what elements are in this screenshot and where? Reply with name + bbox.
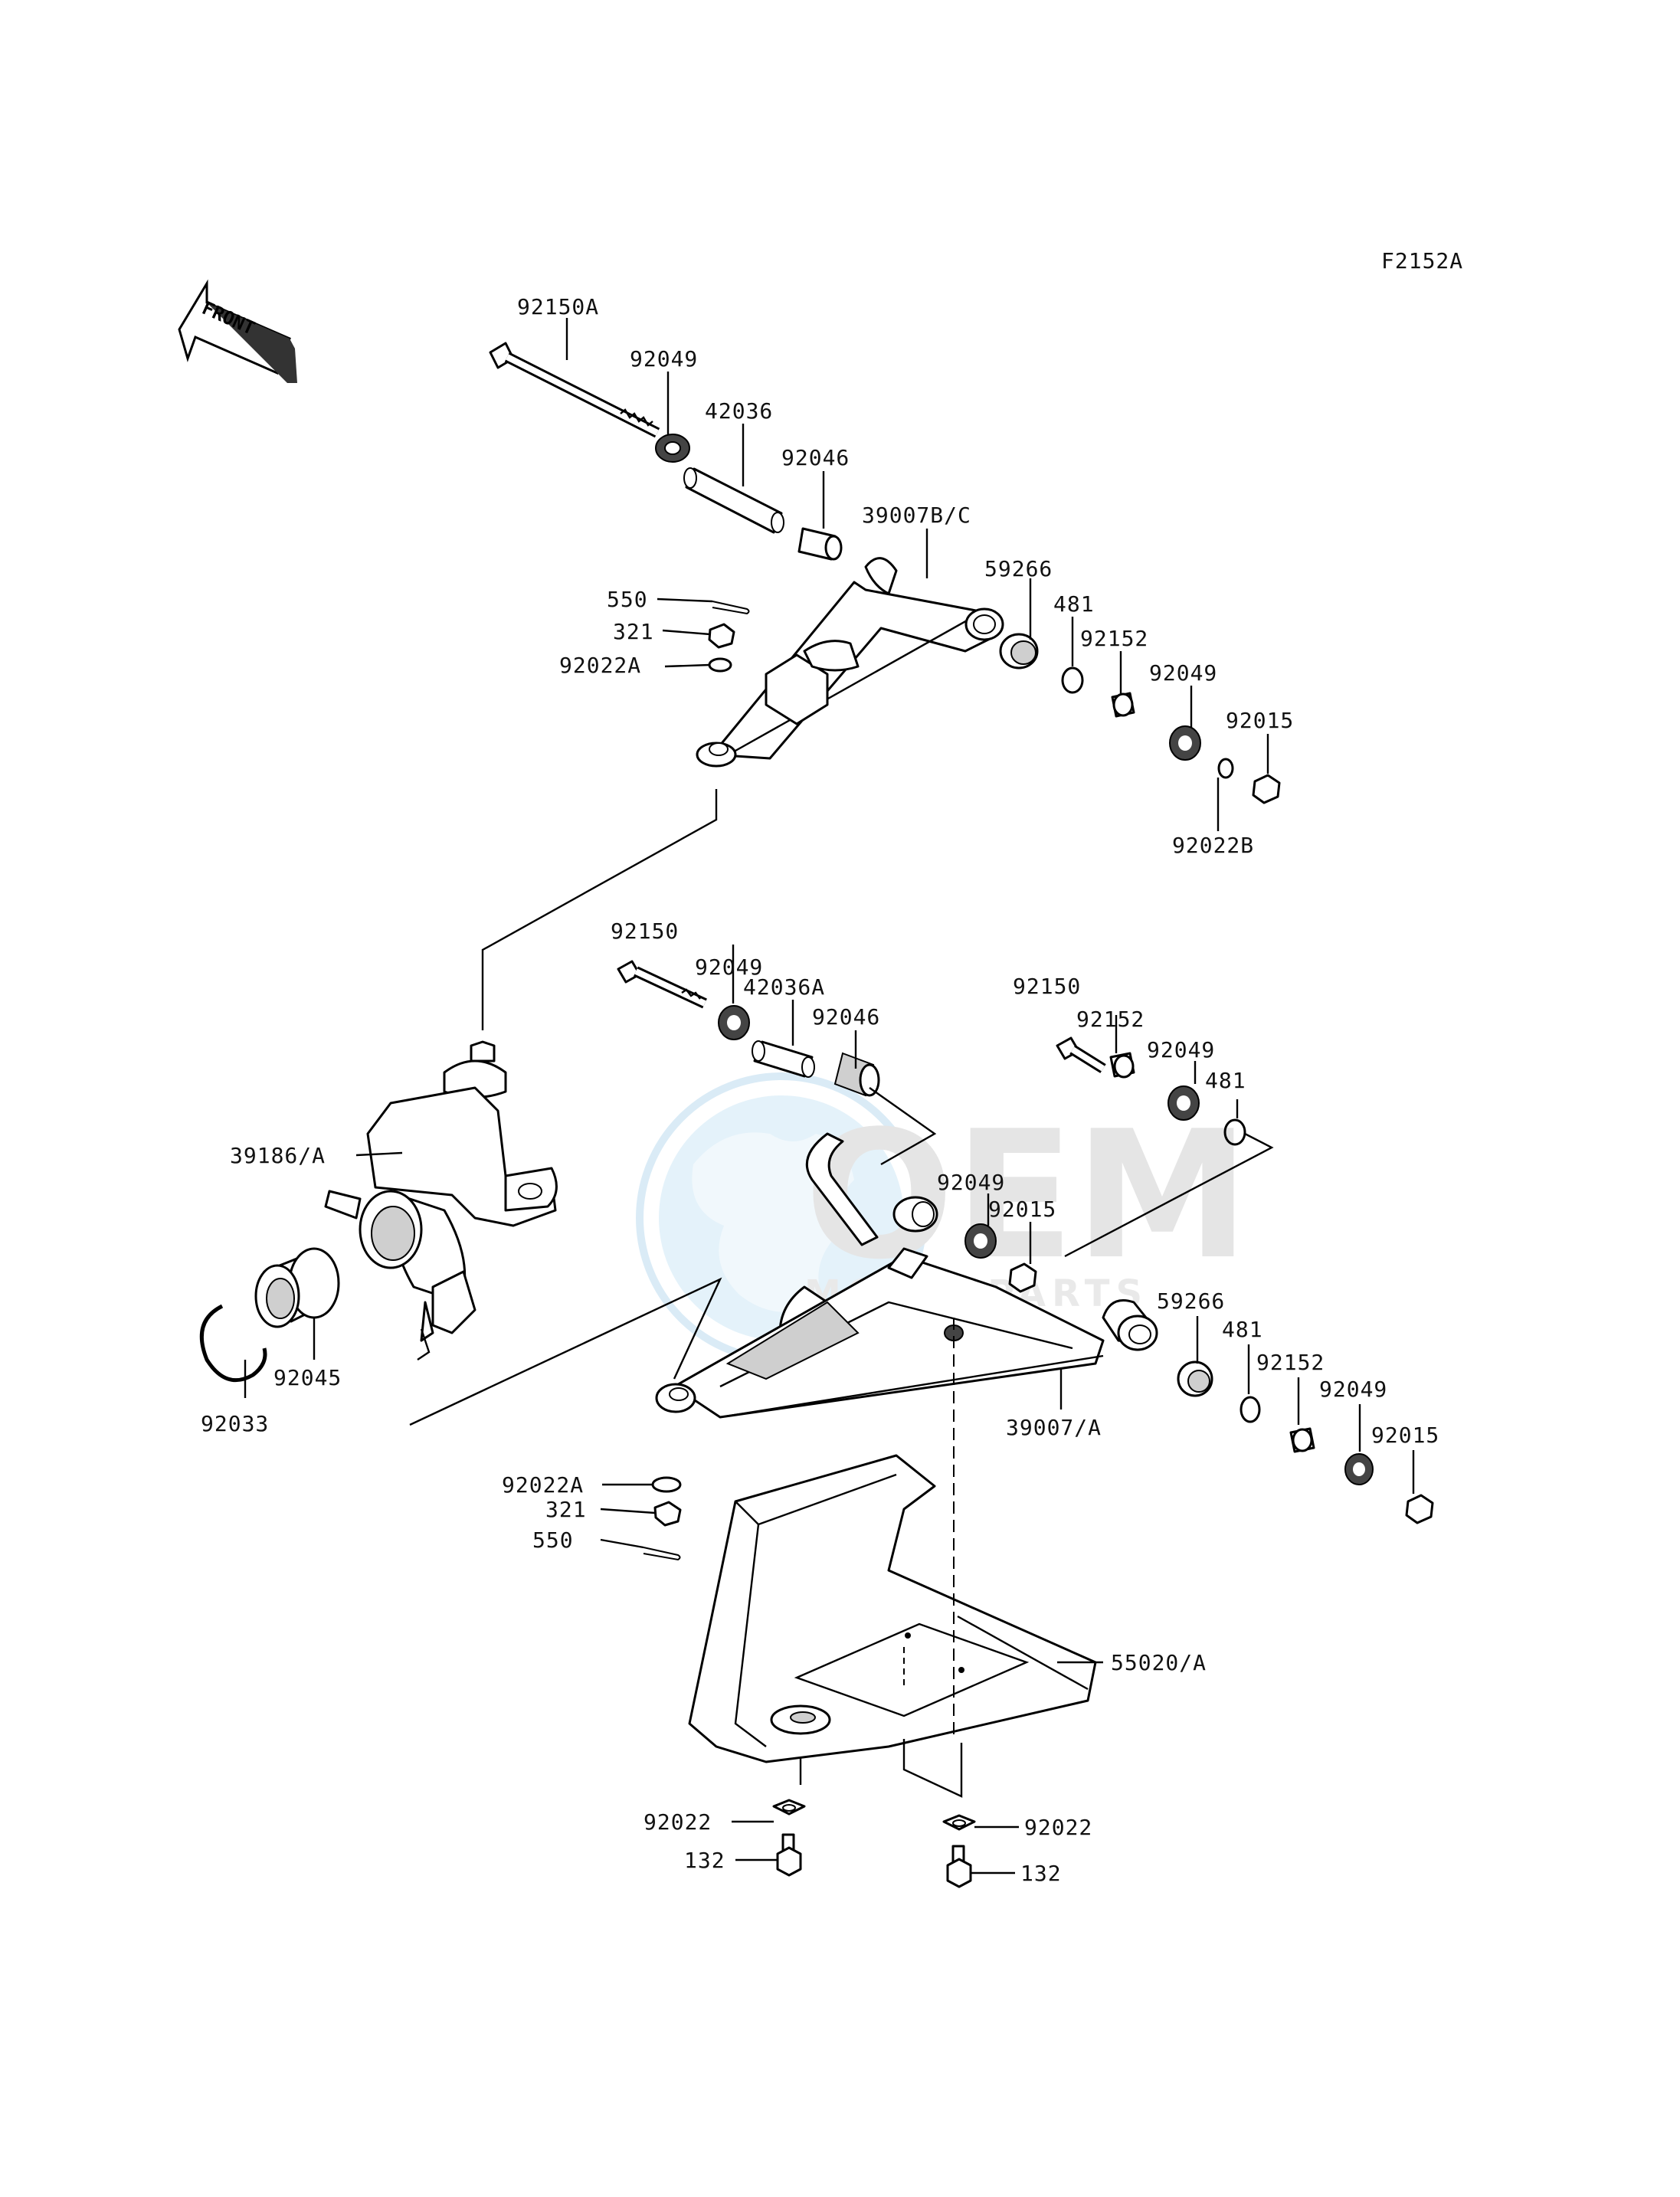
upper-nut-right xyxy=(1252,774,1281,804)
lower-sleeve xyxy=(752,1040,815,1078)
front-arrow-icon: FRONT xyxy=(178,279,297,383)
label-bearing: 92045 xyxy=(273,1365,342,1390)
label-upper-bushing: 92046 xyxy=(781,445,850,470)
upper-bushing xyxy=(797,527,843,561)
label-lower-bolt-left: 92150 xyxy=(611,918,679,944)
upper-bearing-right xyxy=(999,633,1039,670)
upper-to-knuckle-line xyxy=(481,789,718,1030)
label-upper-ring: 481 xyxy=(1053,591,1095,617)
lower-arm-assembly xyxy=(617,960,1434,1561)
lower-washer xyxy=(651,1476,682,1493)
lower-a-arm xyxy=(655,1132,1158,1419)
figure-code: F2152A xyxy=(1381,248,1463,273)
bottom-washer-left xyxy=(772,1799,806,1816)
lower-spacer-right xyxy=(1109,1052,1135,1079)
part-labels: 92150A 92049 42036 92046 39007B/C 550 32… xyxy=(201,294,1439,1886)
lower-castle-nut xyxy=(653,1501,682,1527)
upper-snap-ring xyxy=(1061,666,1084,694)
label-washer-left: 92022 xyxy=(644,1809,712,1835)
lower-ring-right xyxy=(1223,1118,1246,1146)
lower-ring2 xyxy=(1240,1396,1261,1423)
label-bolt-right: 132 xyxy=(1020,1861,1062,1886)
lower-right-line xyxy=(1064,1132,1274,1258)
label-upper-collar-left: 92049 xyxy=(630,346,698,372)
label-upper-washer-right: 92022B xyxy=(1172,833,1254,858)
lower-bushing-line xyxy=(869,1087,937,1166)
lower-nut-mid xyxy=(1008,1262,1037,1293)
label-lower-nut-mid: 92015 xyxy=(988,1197,1056,1222)
upper-washer-right xyxy=(1217,758,1234,779)
lower-nut2 xyxy=(1405,1494,1434,1524)
leader-lines xyxy=(244,318,1415,1874)
upper-cotter-pin xyxy=(712,601,750,615)
bottom-bolt-left xyxy=(776,1833,802,1877)
label-circlip: 92033 xyxy=(201,1411,269,1436)
upper-spacer xyxy=(1111,692,1135,718)
lower-bolt-left xyxy=(617,960,707,1009)
bottom-washer-right xyxy=(942,1814,976,1831)
label-upper-washer: 92022A xyxy=(559,653,641,678)
upper-sleeve xyxy=(683,467,784,534)
label-lower-ring2: 481 xyxy=(1222,1317,1263,1342)
label-lower-cotter: 550 xyxy=(532,1527,574,1553)
upper-castle-nut xyxy=(708,623,735,649)
skid-guard xyxy=(688,1318,1097,1763)
label-upper-sleeve: 42036 xyxy=(705,398,773,424)
lower-cotter-pin xyxy=(643,1547,681,1561)
lower-collar-left xyxy=(718,1005,750,1040)
label-guard: 55020/A xyxy=(1111,1650,1207,1675)
upper-arm-assembly xyxy=(489,342,1281,804)
label-lower-nut2: 92015 xyxy=(1371,1423,1439,1448)
bottom-bolt-right xyxy=(946,1845,972,1888)
label-lower-arm: 39007/A xyxy=(1006,1415,1102,1440)
upper-collar-left xyxy=(655,434,690,463)
upper-collar-right xyxy=(1169,725,1201,761)
label-knuckle: 39186/A xyxy=(230,1143,326,1168)
lower-to-knuckle-line xyxy=(409,1277,722,1426)
watermark-main: OEM xyxy=(804,1094,1250,1298)
label-upper-spacer: 92152 xyxy=(1080,626,1148,651)
label-lower-washer: 92022A xyxy=(502,1472,584,1498)
label-lower-sleeve: 42036A xyxy=(743,974,825,1000)
upper-washer xyxy=(708,657,732,673)
label-upper-cotter: 550 xyxy=(607,587,648,612)
circlip xyxy=(199,1304,267,1383)
label-upper-bearing-right: 59266 xyxy=(984,556,1053,581)
label-upper-bolt: 92150A xyxy=(517,294,599,319)
label-lower-collar2: 92049 xyxy=(1319,1377,1387,1402)
lower-collar-right xyxy=(1167,1085,1200,1121)
label-lower-collar-mid: 92049 xyxy=(937,1170,1005,1195)
label-lower-collar-left: 92049 xyxy=(695,954,763,980)
label-lower-collar-right: 92049 xyxy=(1147,1037,1215,1062)
label-lower-spacer2: 92152 xyxy=(1256,1350,1325,1375)
label-washer-right: 92022 xyxy=(1024,1815,1092,1840)
lower-bushing xyxy=(833,1052,880,1097)
label-lower-bearing: 59266 xyxy=(1157,1288,1225,1314)
label-upper-nut-right: 92015 xyxy=(1226,708,1294,733)
label-lower-ring-right: 481 xyxy=(1205,1068,1246,1093)
guard-bolt-lines xyxy=(799,1739,963,1798)
wheel-bearing xyxy=(254,1247,340,1328)
lower-collar-mid xyxy=(964,1223,997,1259)
label-upper-nut: 321 xyxy=(613,619,654,644)
label-upper-collar-right: 92049 xyxy=(1149,660,1217,686)
label-upper-arm: 39007B/C xyxy=(862,503,971,528)
upper-bolt xyxy=(489,342,660,438)
lower-bolt-right xyxy=(1056,1036,1106,1073)
label-bolt-left: 132 xyxy=(684,1848,725,1873)
label-lower-bushing: 92046 xyxy=(812,1004,880,1030)
label-lower-nut: 321 xyxy=(545,1497,587,1522)
upper-a-arm xyxy=(696,557,1004,768)
label-lower-spacer-right: 92152 xyxy=(1076,1007,1145,1032)
steering-knuckle xyxy=(324,1040,558,1360)
lower-collar2 xyxy=(1344,1453,1374,1485)
lower-bearing xyxy=(1177,1360,1213,1397)
lower-spacer2 xyxy=(1289,1427,1315,1453)
label-lower-bolt-right: 92150 xyxy=(1013,974,1081,999)
